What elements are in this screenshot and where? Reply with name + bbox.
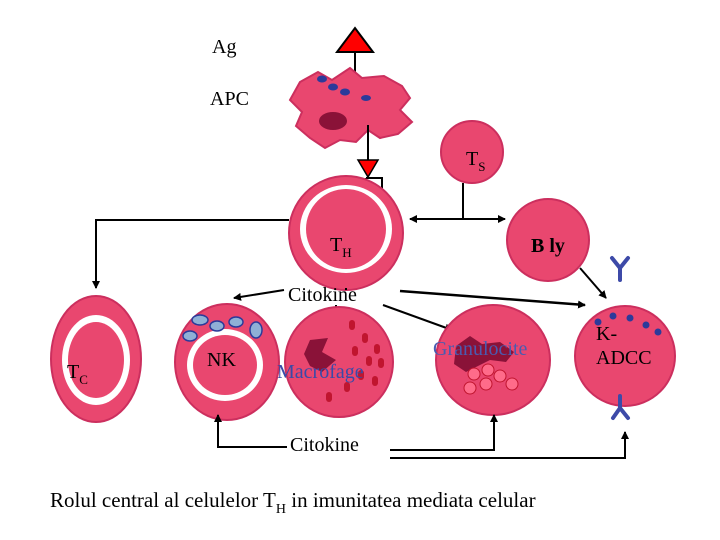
b-lymphocyte-cell xyxy=(506,198,590,282)
granulocite-cell xyxy=(435,304,551,416)
th-label: TH xyxy=(330,234,352,260)
citokine-to-granulocite-arrow xyxy=(382,304,453,332)
apc-cell xyxy=(288,66,414,150)
citokine-bottom-to-nk-arrow xyxy=(214,414,287,448)
bly-label: B ly xyxy=(531,235,565,257)
th-to-tc-arrow xyxy=(92,219,289,289)
citokine-bottom-to-granulocite-arrow xyxy=(390,414,498,451)
antibody-icon xyxy=(610,256,630,282)
citokine-top-label: Citokine xyxy=(288,284,357,306)
k-adcc-label-line1: K- xyxy=(596,323,617,345)
granulocite-label: Granulocite xyxy=(433,338,528,360)
diagram-caption: Rolul central al celulelor TH in imunita… xyxy=(50,488,536,517)
ts-label: TS xyxy=(466,148,485,174)
presented-antigen-icon xyxy=(356,159,380,179)
bly-to-kadcc-arrow xyxy=(579,267,607,299)
citokine-bottom-to-kadcc-arrow xyxy=(390,431,629,459)
tc-label: TC xyxy=(67,361,88,387)
ag-label: Ag xyxy=(212,36,236,58)
k-adcc-label-line2: ADCC xyxy=(596,347,652,369)
bound-antibody-icon xyxy=(611,394,630,420)
citokine-to-kadcc-arrow xyxy=(399,289,586,309)
macrofage-label: Macrofage xyxy=(277,361,364,383)
antigen-triangle xyxy=(335,26,375,53)
apc-nucleus xyxy=(319,112,347,130)
citokine-to-nk-arrow xyxy=(233,289,285,301)
apc-label: APC xyxy=(210,88,249,110)
macrofage-cell xyxy=(284,306,394,418)
citokine-bottom-label: Citokine xyxy=(290,434,359,456)
th-cell xyxy=(288,175,404,291)
ts-cell xyxy=(440,120,504,184)
nk-cell xyxy=(174,303,280,421)
tc-cell xyxy=(50,295,142,423)
k-adcc-cell xyxy=(574,305,676,407)
nk-label: NK xyxy=(207,349,236,371)
